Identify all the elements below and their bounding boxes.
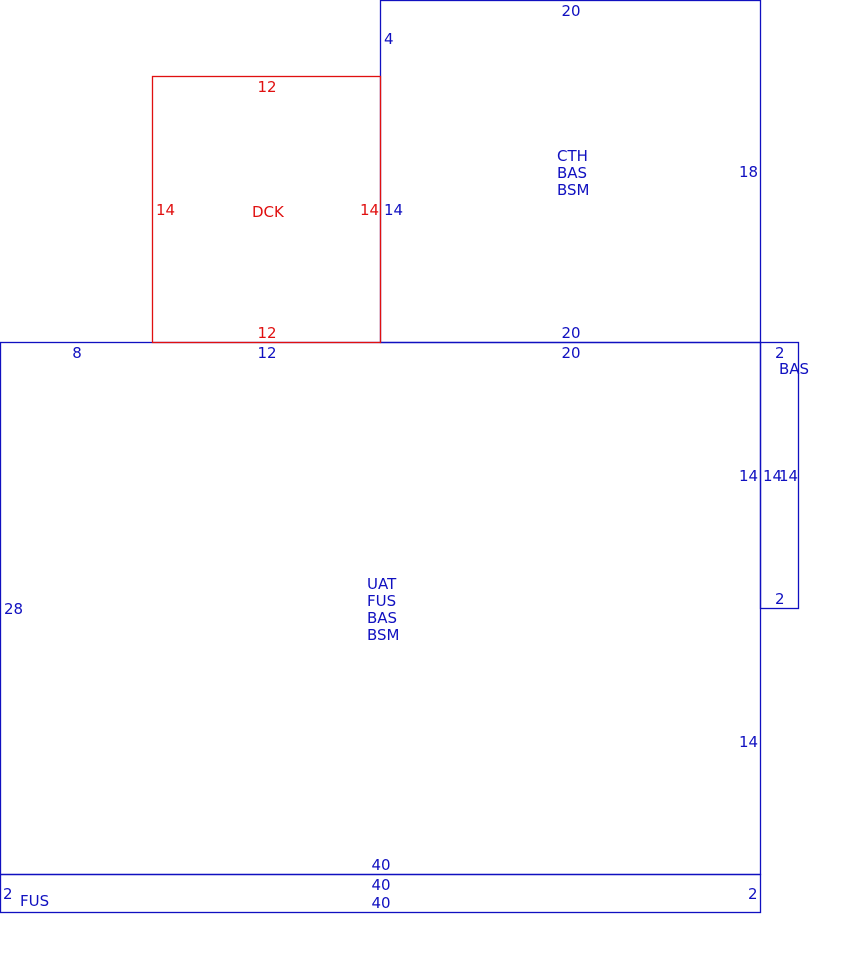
deck-section-top-dim: 12 (257, 78, 276, 96)
deck-section: 12 14 14 12 DCK (151, 75, 382, 344)
side-section-left-dim: 14 (763, 467, 782, 485)
strip-section-left-dim: 2 (3, 885, 13, 903)
strip-section-right-dim: 2 (748, 885, 758, 903)
strip-section: 40 40 2 2 FUS (0, 873, 762, 914)
strip-section-bottom-dim: 40 (371, 894, 390, 912)
deck-section-left-dim: 14 (156, 201, 175, 219)
side-section-right-dim: 14 (779, 467, 798, 485)
deck-section-outline (151, 75, 382, 344)
main-section-code-2: FUS (367, 592, 396, 610)
side-section-outline (759, 341, 800, 610)
top-section-code-1: CTH (557, 147, 588, 165)
main-section-right-lower-dim: 14 (739, 733, 758, 751)
main-section-top-mid-dim: 12 (257, 344, 276, 362)
top-section-bottom-dim: 20 (561, 324, 580, 342)
main-section-left-dim: 28 (4, 600, 23, 618)
main-section: 8 12 20 28 14 14 40 UAT FUS BAS BSM (0, 341, 762, 876)
strip-section-top-dim: 40 (371, 876, 390, 894)
deck-section-code: DCK (252, 203, 285, 221)
top-section-code-2: BAS (557, 164, 587, 182)
deck-section-bottom-dim: 12 (257, 324, 276, 342)
top-section-left-upper-dim: 4 (384, 30, 394, 48)
main-section-top-right-dim: 20 (561, 344, 580, 362)
top-section-left-lower-dim: 14 (384, 201, 403, 219)
top-section-top-dim: 20 (561, 2, 580, 20)
main-section-right-upper-dim: 14 (739, 467, 758, 485)
side-section-top-dim: 2 (775, 344, 785, 362)
strip-section-outline (0, 873, 762, 914)
side-section-bottom-dim: 2 (775, 590, 785, 608)
strip-section-code: FUS (20, 892, 49, 910)
top-section-code-3: BSM (557, 181, 590, 199)
top-section-right-dim: 18 (739, 163, 758, 181)
top-section: 20 4 14 18 20 CTH BAS BSM (379, 0, 762, 344)
main-section-code-3: BAS (367, 609, 397, 627)
main-section-top-left-dim: 8 (72, 344, 82, 362)
side-section-code: BAS (779, 360, 809, 378)
main-section-bottom-dim: 40 (371, 856, 390, 874)
side-section: 2 BAS 14 14 2 (759, 341, 809, 610)
deck-section-right-dim: 14 (360, 201, 379, 219)
main-section-code-1: UAT (367, 575, 397, 593)
main-section-code-4: BSM (367, 626, 400, 644)
